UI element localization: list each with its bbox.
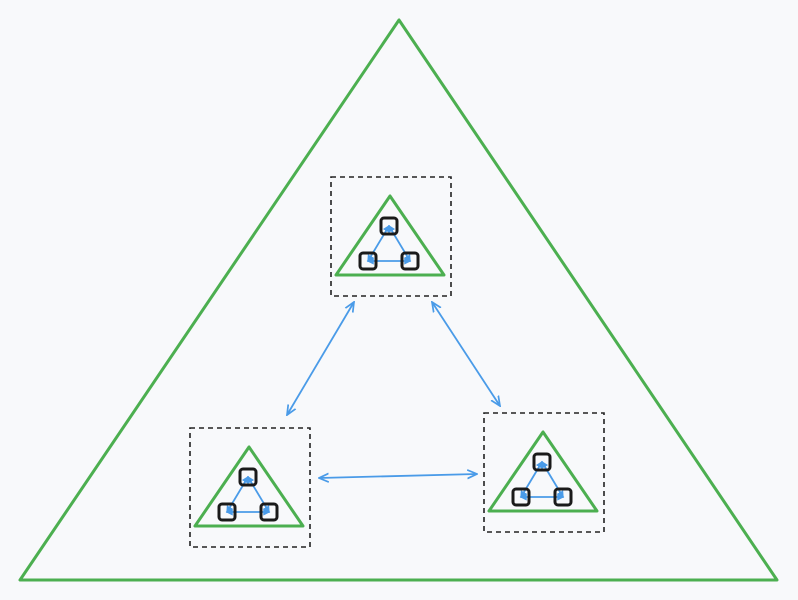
node-box [217,502,237,522]
inner-link [520,460,543,499]
cluster-bottom-left [189,427,311,548]
node-box [532,452,552,472]
dashed-box [189,427,311,548]
node-box [259,502,279,522]
inner-link [247,475,270,514]
link-top-bottom-left [287,302,354,415]
node-box [511,487,531,507]
cluster-bottom-right [483,412,605,533]
cluster-top [330,176,452,297]
link-bottom-left-bottom-right [319,474,477,478]
node-box [358,251,378,271]
node-box [379,216,399,236]
node-box [400,251,420,271]
inner-link [367,224,390,263]
node-box [238,467,258,487]
inner-triangle [193,445,305,528]
inner-link [541,460,564,499]
outer-triangle [18,18,779,582]
link-top-bottom-right [432,302,500,406]
dashed-box [483,412,605,533]
dashed-box [330,176,452,297]
node-box [553,487,573,507]
inner-triangle [487,430,599,513]
inner-triangle [334,194,446,277]
inner-link [388,224,411,263]
inner-link [226,475,249,514]
